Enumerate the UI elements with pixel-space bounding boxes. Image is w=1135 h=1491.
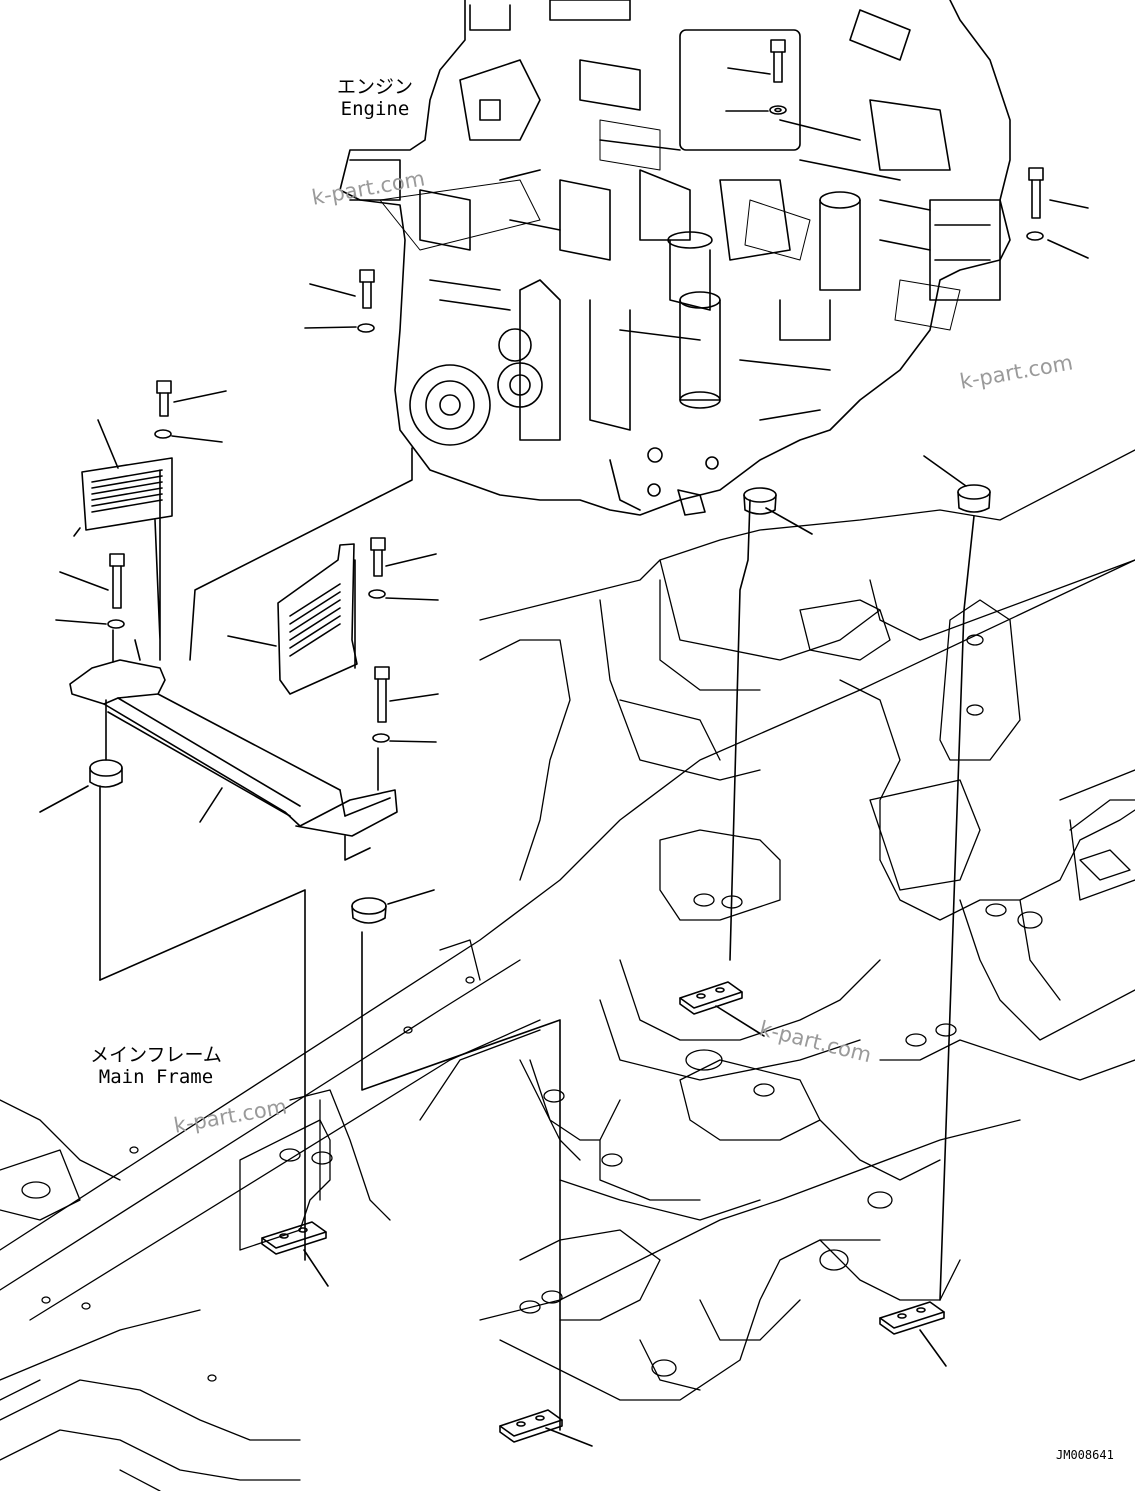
main-frame-label-jp: メインフレーム [90, 1044, 222, 1066]
engine-label-en: Engine [340, 98, 410, 120]
main-frame [0, 449, 1135, 1491]
engine-assembly [339, 0, 1011, 516]
engine-fasteners [304, 39, 1089, 535]
engine-label-jp: エンジン [336, 76, 413, 98]
shim-plates [261, 981, 947, 1447]
main-frame-label-en: Main Frame [98, 1066, 214, 1088]
main-frame-label: メインフレーム Main Frame [86, 1044, 226, 1088]
engine-label: エンジン Engine [334, 76, 416, 120]
drawing-code: JM008641 [1056, 1448, 1114, 1462]
bracket-parts [39, 380, 975, 1431]
